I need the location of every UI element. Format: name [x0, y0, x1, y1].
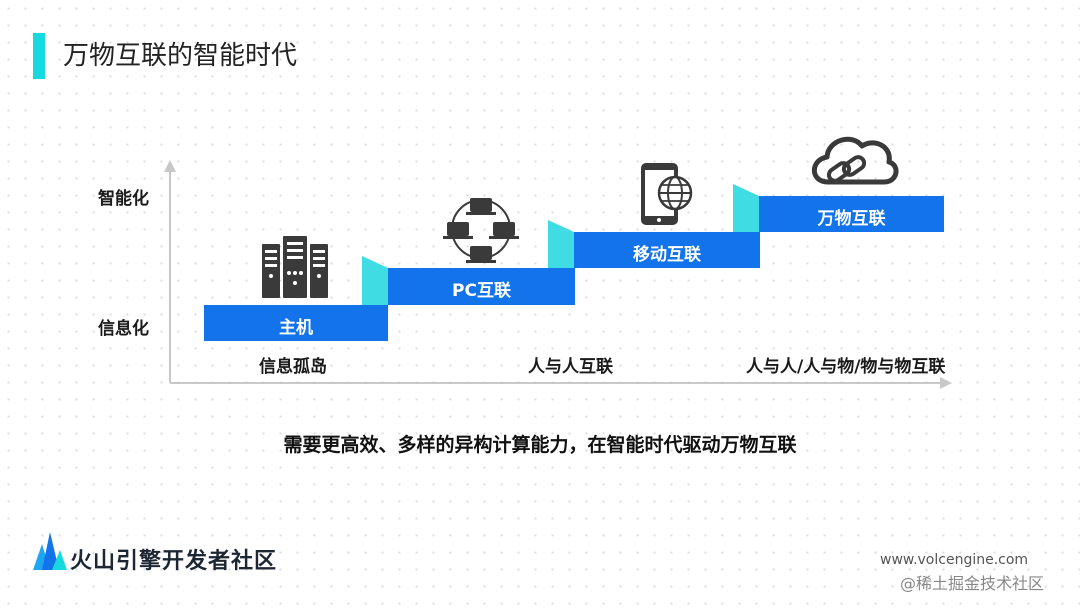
brand-name: 火山引擎开发者社区	[70, 549, 278, 574]
connector-2	[548, 220, 574, 268]
summary-text: 需要更高效、多样的异构计算能力，在智能时代驱动万物互联	[283, 434, 797, 456]
step-bar-mobile	[574, 232, 760, 268]
cloud-link-icon	[811, 136, 899, 185]
y-axis-label-bottom: 信息化	[98, 319, 149, 339]
mobile-globe-icon	[641, 163, 693, 225]
page-title: 万物互联的智能时代	[63, 41, 298, 71]
server-rack-icon	[262, 236, 328, 298]
website-url: www.volcengine.com	[880, 552, 1029, 568]
step-label-pc: PC互联	[452, 281, 511, 301]
step-label-iot: 万物互联	[817, 209, 886, 229]
step-bar-mainframe	[204, 305, 388, 341]
step-label-mainframe: 主机	[279, 318, 313, 338]
step-bar-iot	[759, 196, 944, 232]
x-label-everything: 人与人/人与物/物与物互联	[746, 357, 946, 377]
volcengine-logo-icon	[33, 532, 67, 570]
network-computers-icon	[443, 198, 519, 263]
x-label-people: 人与人互联	[528, 357, 613, 377]
step-bar-pc	[388, 268, 575, 305]
connector-1	[362, 256, 388, 305]
y-axis-label-top: 智能化	[98, 189, 149, 209]
step-label-mobile: 移动互联	[633, 245, 701, 265]
connector-3	[733, 184, 759, 232]
x-label-isolated: 信息孤岛	[259, 357, 327, 377]
axes	[164, 160, 952, 389]
title-accent-bar	[33, 33, 45, 79]
watermark: @稀土掘金技术社区	[900, 574, 1045, 593]
